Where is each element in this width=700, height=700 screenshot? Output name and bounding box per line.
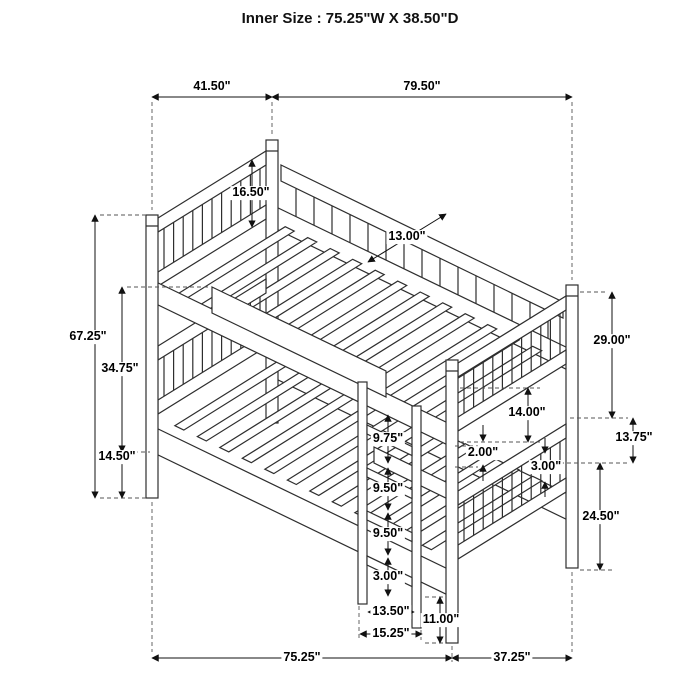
post-far-left bbox=[265, 139, 279, 424]
dim-ladder-step-2: 9.50" bbox=[370, 481, 406, 496]
dim-guardrail-height: 14.00" bbox=[506, 405, 548, 420]
ladder-rungs bbox=[366, 424, 413, 588]
dim-right-mid-section: 13.75" bbox=[613, 430, 655, 445]
dim-rail-thickness: 3.00" bbox=[528, 459, 564, 474]
dim-overall-depth: 37.25" bbox=[491, 650, 533, 665]
headboard-upper bbox=[157, 149, 267, 288]
post-caps bbox=[146, 150, 578, 372]
dim-base-clearance: 14.50" bbox=[96, 449, 138, 464]
dim-slat-length: 13.00" bbox=[386, 229, 428, 244]
dim-leg-clearance: 11.00" bbox=[420, 612, 462, 627]
bed-structure bbox=[145, 139, 579, 644]
footboard-upper bbox=[457, 294, 567, 433]
dim-ladder-step-4: 3.00" bbox=[370, 569, 406, 584]
ladder-rail-left bbox=[357, 381, 368, 605]
post-near-right bbox=[445, 359, 459, 644]
guard-rail-upper bbox=[211, 286, 387, 398]
post-far-right bbox=[565, 284, 579, 569]
dim-overall-height: 67.25" bbox=[67, 329, 109, 344]
page-title: Inner Size : 75.25"W X 38.50"D bbox=[241, 10, 459, 27]
dim-board-thickness: 2.00" bbox=[465, 445, 501, 460]
dim-head-width-top: 41.50" bbox=[191, 79, 233, 94]
dim-ladder-inner-width: 13.50" bbox=[370, 604, 412, 619]
ladder bbox=[357, 381, 422, 629]
dim-right-lower-section: 24.50" bbox=[580, 509, 622, 524]
dim-length-top: 79.50" bbox=[401, 79, 443, 94]
post-near-left bbox=[145, 214, 159, 499]
dim-ladder-step-3: 9.50" bbox=[370, 526, 406, 541]
dim-upper-rail-to-base: 34.75" bbox=[99, 361, 141, 376]
dim-ladder-step-1: 9.75" bbox=[370, 431, 406, 446]
dim-overall-length: 75.25" bbox=[281, 650, 323, 665]
dim-ladder-outer-width: 15.25" bbox=[370, 626, 412, 641]
dim-headboard-panel: 16.50" bbox=[230, 185, 272, 200]
ladder-rail-right bbox=[411, 405, 422, 629]
dim-right-upper-section: 29.00" bbox=[591, 333, 633, 348]
